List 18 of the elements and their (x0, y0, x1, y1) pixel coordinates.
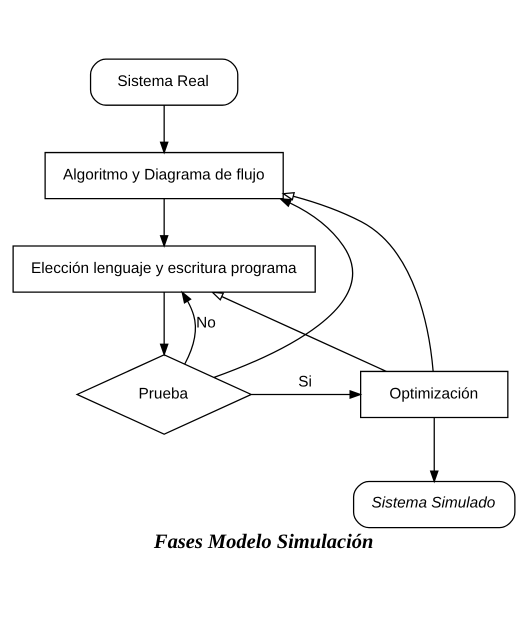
node-box: Optimización (360, 370, 508, 418)
arrow (160, 198, 169, 248)
edge-label: No (196, 314, 216, 331)
node-box: Elección lenguaje y escritura programa (12, 244, 316, 292)
arrow (281, 192, 434, 371)
caption: Fases Modelo Simulación (154, 530, 374, 552)
arrow (251, 390, 362, 398)
node-box: Sistema Simulado (352, 480, 516, 528)
edge-label: Si (298, 372, 312, 390)
arrow (430, 418, 439, 483)
arrow (214, 198, 354, 378)
node-box: Algoritmo y Diagrama de flujo (44, 151, 284, 199)
node-diamond: Prueba (76, 354, 253, 434)
arrow (160, 292, 169, 356)
arrow (181, 290, 196, 364)
arrow (160, 104, 169, 154)
arrow (210, 290, 387, 372)
node-box: Sistema Real (90, 58, 238, 106)
